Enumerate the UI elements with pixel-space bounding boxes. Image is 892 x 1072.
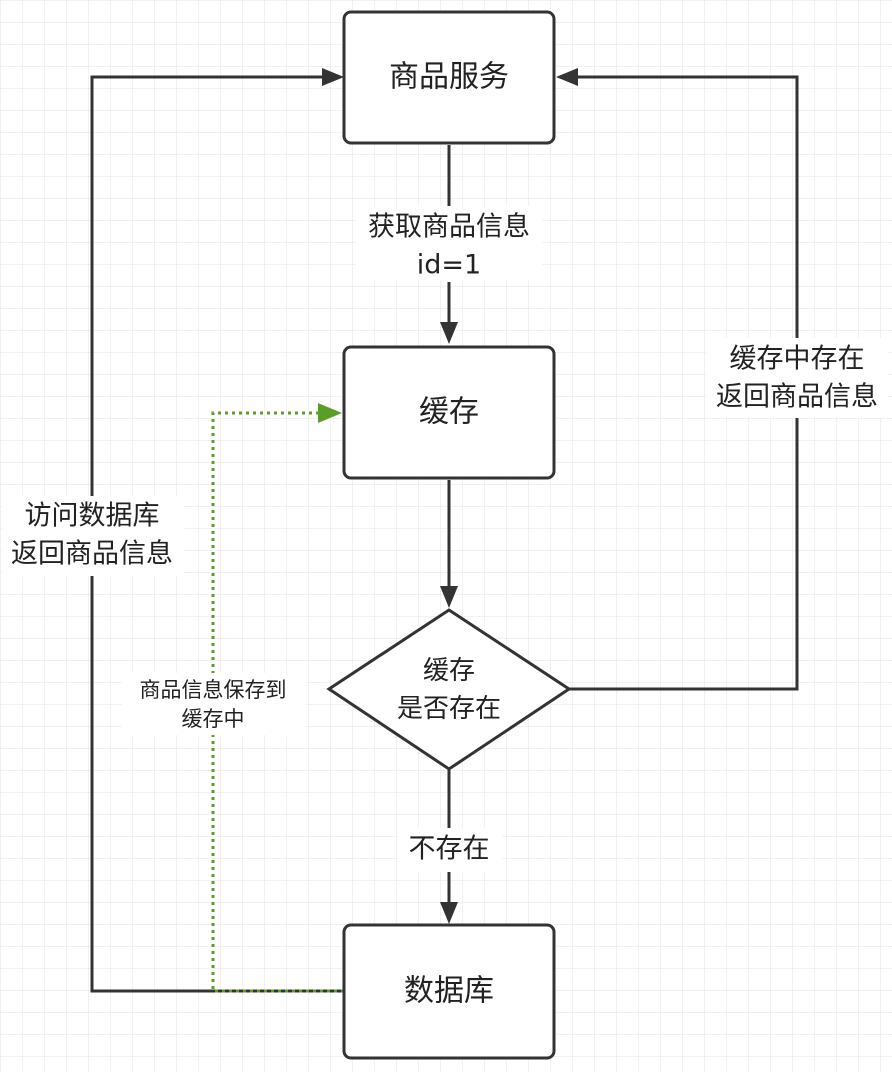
node-decision-label-line2: 是否存在 [397, 694, 501, 724]
edge-label-cache-hit-line2: 返回商品信息 [716, 382, 878, 413]
node-decision-label-line1: 缓存 [423, 656, 475, 686]
arrowhead-to-cache [440, 322, 458, 344]
arrowhead-to-decision [440, 586, 458, 608]
edge-label-db-return-line2: 返回商品信息 [11, 539, 173, 570]
edge-label-get-info-line2: id=1 [417, 250, 481, 281]
arrowhead-db-return [322, 68, 344, 86]
edge-label-cache-hit-line1: 缓存中存在 [730, 344, 865, 375]
edge-label-save-cache-line2: 缓存中 [182, 707, 245, 731]
edge-label-bg-cache-hit [706, 338, 888, 418]
edge-label-db-return-line1: 访问数据库 [25, 501, 160, 532]
edge-label-bg-not-exist [398, 828, 502, 872]
edge-label-bg-get-info [356, 206, 542, 280]
node-database-label: 数据库 [404, 974, 494, 1009]
node-product-service-label: 商品服务 [389, 60, 509, 95]
node-database: 数据库 [342, 923, 556, 1060]
node-decision-cache-exists: 缓存 是否存在 [326, 608, 572, 771]
node-product-service: 商品服务 [342, 10, 556, 145]
edge-label-bg-db-return [2, 496, 184, 576]
edge-label-save-cache-line1: 商品信息保存到 [140, 678, 287, 702]
arrowhead-cache-hit [556, 68, 578, 86]
edge-label-get-info-line1: 获取商品信息 [368, 212, 530, 243]
edge-label-bg-save-cache [122, 673, 306, 735]
arrowhead-to-database [440, 902, 458, 924]
arrowhead-save-to-cache [318, 403, 342, 423]
node-cache: 缓存 [342, 345, 556, 480]
node-cache-label: 缓存 [419, 395, 479, 430]
edge-label-not-exist: 不存在 [409, 834, 490, 865]
